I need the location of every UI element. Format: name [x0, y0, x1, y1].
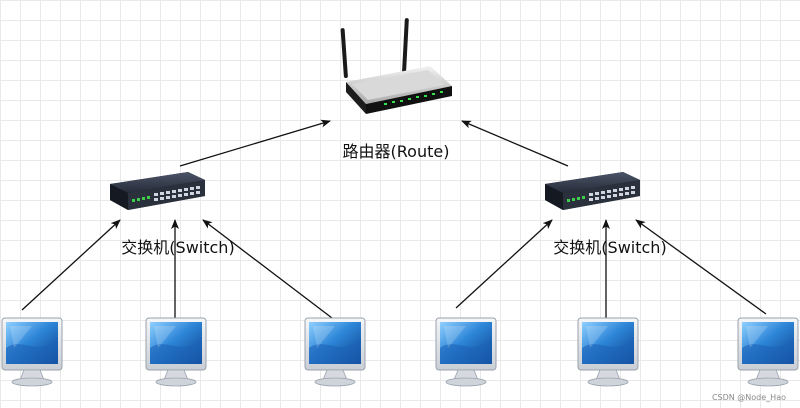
switch-node-2 — [545, 172, 640, 210]
switch-icon — [110, 172, 205, 210]
edge-switch2-router — [461, 120, 569, 167]
router-icon — [340, 18, 452, 114]
switch-icon — [545, 172, 640, 210]
watermark: CSDN @Node_Hao — [711, 393, 786, 402]
router-node — [340, 18, 452, 114]
computer-3-monitor-icon — [304, 317, 366, 387]
switch-2-label: 交换机(Switch) — [553, 238, 667, 257]
switch-node-1 — [110, 172, 205, 210]
router-label: 路由器(Route) — [342, 142, 450, 161]
edge-computer4-switch2 — [455, 219, 553, 309]
computer-5-monitor-icon — [577, 317, 639, 387]
edges — [21, 119, 767, 319]
computer-2-monitor-icon — [145, 317, 207, 387]
edge-computer6-switch2 — [635, 219, 767, 315]
computer-1-monitor-icon — [1, 317, 63, 387]
computer-4-monitor-icon — [435, 317, 497, 387]
edge-computer1-switch1 — [21, 219, 121, 311]
switch-1-label: 交换机(Switch) — [121, 238, 235, 257]
computer-6-monitor-icon — [737, 317, 799, 387]
edge-computer3-switch1 — [202, 219, 333, 319]
edge-switch1-router — [179, 119, 331, 167]
